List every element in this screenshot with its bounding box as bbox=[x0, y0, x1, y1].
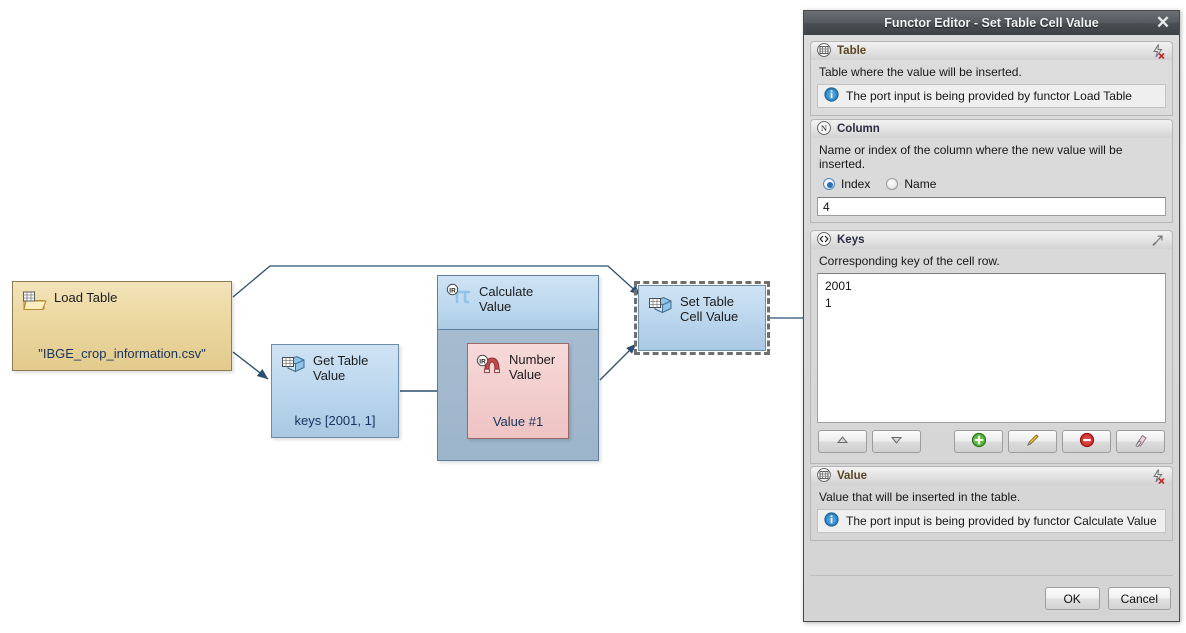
dialog-body: Table Table where the value will be inse… bbox=[804, 35, 1179, 621]
node-number-value-header: IR Number Value bbox=[468, 344, 568, 384]
selection-marquee bbox=[634, 281, 770, 355]
port-info-table: The port input is being provided by func… bbox=[817, 84, 1166, 108]
node-load-table[interactable]: Load Table "IBGE_crop_information.csv" bbox=[12, 281, 232, 371]
section-body-value: Value that will be inserted in the table… bbox=[810, 485, 1173, 541]
dialog-titlebar[interactable]: Functor Editor - Set Table Cell Value ✕ bbox=[804, 11, 1179, 36]
triangle-up-icon bbox=[835, 434, 850, 449]
info-icon bbox=[824, 87, 839, 105]
radio-dot-name[interactable] bbox=[886, 178, 899, 190]
radio-index[interactable]: Index bbox=[823, 177, 870, 191]
port-info-value: The port input is being provided by func… bbox=[817, 509, 1166, 533]
functor-editor-dialog[interactable]: Functor Editor - Set Table Cell Value ✕ … bbox=[803, 10, 1180, 622]
list-item[interactable]: 2001 bbox=[825, 279, 852, 293]
table-box-icon bbox=[647, 293, 673, 317]
eraser-icon bbox=[1133, 432, 1149, 451]
svg-text:N: N bbox=[821, 123, 828, 133]
section-description: Name or index of the column where the ne… bbox=[819, 143, 1123, 171]
section-label: Keys bbox=[837, 234, 865, 246]
close-icon[interactable]: ✕ bbox=[1155, 13, 1171, 32]
node-title: Calculate Value bbox=[479, 284, 534, 314]
cancel-button[interactable]: Cancel bbox=[1107, 587, 1171, 610]
grid-table-icon bbox=[817, 467, 831, 485]
grid-table-icon bbox=[817, 42, 831, 60]
green-plus-icon bbox=[971, 432, 987, 451]
move-down-button[interactable] bbox=[872, 430, 921, 453]
expand-arrow-icon[interactable] bbox=[1150, 232, 1166, 248]
node-calculate-value-header: IR Calculate Value bbox=[438, 276, 598, 330]
node-title: Load Table bbox=[54, 290, 118, 305]
node-title: Get Table Value bbox=[313, 353, 369, 383]
table-folder-icon bbox=[21, 289, 47, 313]
section-header-value: Value bbox=[810, 466, 1173, 485]
node-subtitle: Value #1 bbox=[492, 414, 544, 429]
column-mode-radiogroup[interactable]: Index Name bbox=[817, 176, 1166, 197]
node-number-value[interactable]: IR Number Value Value #1 bbox=[467, 343, 569, 439]
svg-text:IR: IR bbox=[479, 358, 486, 365]
angle-brackets-icon bbox=[817, 231, 831, 249]
section-label: Table bbox=[837, 45, 867, 57]
radio-label-name: Name bbox=[904, 177, 937, 191]
triangle-down-icon bbox=[889, 434, 904, 449]
list-item[interactable]: 1 bbox=[825, 296, 832, 310]
section-description: Table where the value will be inserted. bbox=[819, 65, 1022, 79]
section-header-table: Table bbox=[810, 41, 1173, 60]
clear-keys-button[interactable] bbox=[1116, 430, 1165, 453]
dialog-footer: OK Cancel bbox=[810, 575, 1173, 621]
node-subtitle: "IBGE_crop_information.csv" bbox=[38, 346, 206, 361]
section-header-keys: Keys bbox=[810, 230, 1173, 249]
info-icon bbox=[824, 512, 839, 530]
workflow-canvas[interactable]: Load Table "IBGE_crop_information.csv" G… bbox=[0, 0, 806, 633]
n-letter-icon: N bbox=[817, 120, 831, 138]
pencil-icon bbox=[1025, 432, 1041, 451]
section-body-table: Table where the value will be inserted. … bbox=[810, 60, 1173, 116]
node-title: Number Value bbox=[509, 352, 556, 382]
section-body-keys: Corresponding key of the cell row. 2001 … bbox=[810, 249, 1173, 464]
dialog-title: Functor Editor - Set Table Cell Value bbox=[884, 16, 1099, 30]
section-description: Corresponding key of the cell row. bbox=[819, 254, 1000, 268]
node-load-table-header: Load Table bbox=[13, 282, 231, 315]
edit-key-button[interactable] bbox=[1008, 430, 1057, 453]
section-label: Column bbox=[837, 123, 880, 135]
keys-toolbar bbox=[817, 423, 1166, 461]
red-minus-icon bbox=[1079, 432, 1095, 451]
section-header-column: N Column bbox=[810, 119, 1173, 138]
radio-dot-index[interactable] bbox=[823, 178, 835, 190]
remove-key-button[interactable] bbox=[1062, 430, 1111, 453]
section-body-column: Name or index of the column where the ne… bbox=[810, 138, 1173, 223]
magnet-ir-icon: IR bbox=[476, 351, 502, 375]
radio-label-index: Index bbox=[841, 177, 871, 191]
node-set-table-cell-value[interactable]: Set Table Cell Value bbox=[638, 285, 766, 351]
node-get-table-value-header: Get Table Value bbox=[272, 345, 398, 385]
table-box-icon bbox=[280, 352, 306, 376]
lightning-remove-icon[interactable] bbox=[1150, 43, 1166, 59]
keys-listbox[interactable]: 2001 1 bbox=[817, 273, 1166, 423]
svg-text:IR: IR bbox=[449, 287, 456, 294]
node-get-table-value[interactable]: Get Table Value keys [2001, 1] bbox=[271, 344, 399, 438]
node-title: Set Table Cell Value bbox=[680, 294, 739, 324]
node-subtitle: keys [2001, 1] bbox=[294, 413, 376, 428]
section-label: Value bbox=[837, 470, 868, 482]
port-info-text: The port input is being provided by func… bbox=[846, 514, 1157, 528]
ok-button[interactable]: OK bbox=[1044, 587, 1100, 610]
section-description: Value that will be inserted in the table… bbox=[819, 490, 1021, 504]
add-key-button[interactable] bbox=[954, 430, 1003, 453]
node-set-table-cell-value-header: Set Table Cell Value bbox=[639, 286, 765, 326]
move-up-button[interactable] bbox=[818, 430, 867, 453]
port-info-text: The port input is being provided by func… bbox=[846, 89, 1132, 103]
pi-ir-icon: IR bbox=[446, 283, 472, 307]
lightning-remove-icon[interactable] bbox=[1150, 468, 1166, 484]
radio-name[interactable]: Name bbox=[886, 177, 936, 191]
column-value-input[interactable]: 4 bbox=[817, 197, 1166, 216]
